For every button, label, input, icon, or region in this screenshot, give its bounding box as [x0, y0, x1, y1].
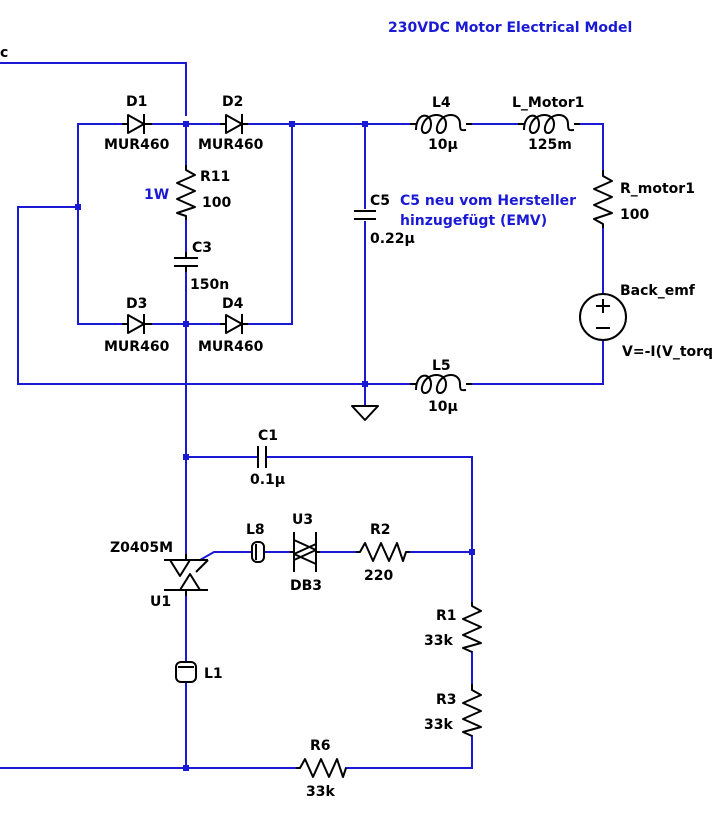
capacitor-c3[interactable]: C3 150n	[174, 240, 229, 293]
net-label-left: c	[0, 45, 8, 61]
r3-value: 33k	[424, 717, 453, 733]
u3-ref: U3	[292, 512, 313, 528]
d4-ref: D4	[222, 296, 244, 312]
r2-ref: R2	[370, 522, 391, 538]
u1-value: Z0405M	[110, 540, 173, 556]
resistor-r3[interactable]: R3 33k	[424, 684, 482, 737]
diode-d2[interactable]: D2 MUR460	[198, 94, 264, 153]
capacitor-c1[interactable]: C1 0.1µ	[250, 428, 285, 488]
inductor-l5[interactable]: L5 10µ	[410, 358, 472, 415]
l4-ref: L4	[432, 95, 451, 111]
back-emf-value: V=-I(V_torq	[622, 344, 713, 360]
l-motor1-ref: L_Motor1	[512, 95, 584, 111]
c1-value: 0.1µ	[250, 472, 285, 488]
r1-value: 33k	[424, 633, 453, 649]
c5-ref: C5	[370, 193, 390, 209]
c5-note-line1: C5 neu vom Hersteller	[400, 193, 576, 209]
wires	[0, 62, 604, 769]
triac-u1[interactable]: Z0405M U1	[110, 540, 209, 610]
diode-d3[interactable]: D3 MUR460	[104, 296, 170, 355]
r11-value: 100	[202, 195, 231, 211]
resistor-r6[interactable]: R6 33k	[296, 738, 347, 800]
resistor-r-motor1[interactable]: R_motor1 100	[593, 170, 695, 228]
l-motor1-value: 125m	[528, 137, 572, 153]
l1-ref: L1	[204, 666, 223, 682]
r-motor1-ref: R_motor1	[620, 181, 695, 197]
r6-ref: R6	[310, 738, 331, 754]
l8-ref: L8	[246, 522, 265, 538]
r2-value: 220	[364, 568, 393, 584]
r11-ref: R11	[200, 169, 230, 185]
d1-value: MUR460	[104, 137, 170, 153]
diode-d1[interactable]: D1 MUR460	[104, 94, 170, 153]
c3-value: 150n	[190, 277, 229, 293]
d2-ref: D2	[222, 94, 243, 110]
u1-ref: U1	[150, 594, 171, 610]
capacitor-c5[interactable]: C5 0.22µ	[354, 193, 415, 247]
junction-dots	[75, 121, 475, 771]
c5-note-line2: hinzugefügt (EMV)	[400, 213, 547, 229]
c1-ref: C1	[258, 428, 278, 444]
resistor-r2[interactable]: R2 220	[356, 522, 410, 584]
resistor-r11[interactable]: 1W R11 100	[144, 165, 231, 220]
voltage-source-back-emf[interactable]: Back_emf V=-I(V_torq	[579, 283, 713, 360]
c5-value: 0.22µ	[370, 231, 415, 247]
inductor-l4[interactable]: L4 10µ	[410, 95, 472, 153]
l5-value: 10µ	[428, 399, 458, 415]
c3-ref: C3	[192, 240, 212, 256]
u3-value: DB3	[290, 578, 322, 594]
ground-symbol	[351, 405, 379, 421]
r11-power-rating: 1W	[144, 187, 169, 203]
r1-ref: R1	[436, 608, 457, 624]
r-motor1-value: 100	[620, 207, 649, 223]
schematic-title: 230VDC Motor Electrical Model	[388, 20, 632, 36]
inductor-l-motor1[interactable]: L_Motor1 125m	[512, 95, 584, 153]
d2-value: MUR460	[198, 137, 264, 153]
d3-ref: D3	[126, 296, 147, 312]
r6-value: 33k	[306, 784, 335, 800]
l4-value: 10µ	[428, 137, 458, 153]
back-emf-ref: Back_emf	[620, 283, 696, 299]
r3-ref: R3	[436, 692, 457, 708]
d4-value: MUR460	[198, 339, 264, 355]
ferrite-bead-l1[interactable]: L1	[175, 661, 223, 683]
diac-u3[interactable]: U3 DB3	[290, 512, 322, 594]
resistor-r1[interactable]: R1 33k	[424, 602, 482, 653]
ferrite-bead-l8[interactable]: L8	[246, 522, 265, 563]
l5-ref: L5	[432, 358, 451, 374]
d1-ref: D1	[126, 94, 147, 110]
diode-d4[interactable]: D4 MUR460	[198, 296, 264, 355]
d3-value: MUR460	[104, 339, 170, 355]
